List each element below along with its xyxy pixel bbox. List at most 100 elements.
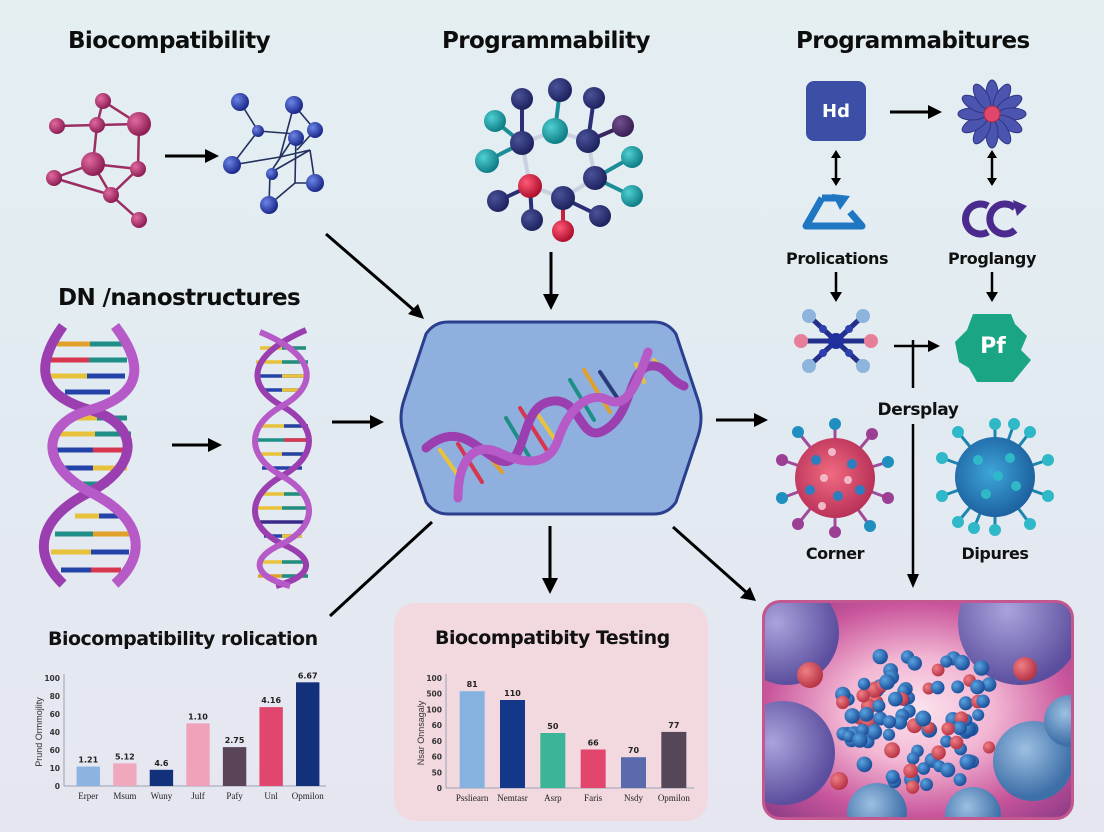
x-tick-label: Nemtasr xyxy=(497,793,528,803)
blue-nanoparticle xyxy=(972,709,985,721)
blue-nanoparticle xyxy=(958,696,973,711)
bar-data-label: 70 xyxy=(628,746,640,755)
blue-nanoparticle xyxy=(951,680,965,694)
bar xyxy=(620,757,647,788)
y-tick-label: 60 xyxy=(432,753,442,762)
blue-nanoparticle xyxy=(872,699,886,713)
x-tick-label: Faris xyxy=(584,793,602,803)
blue-nanoparticle xyxy=(885,769,900,784)
blue-nanoparticle xyxy=(953,773,967,787)
y-tick-label: 80 xyxy=(50,692,60,701)
bar xyxy=(459,691,485,788)
label-prolications: Prolications xyxy=(786,249,889,268)
bar xyxy=(580,749,606,788)
blue-nanoparticle xyxy=(930,680,945,695)
heading-programmabitures: Programmabitures xyxy=(796,28,1030,54)
cross-linker-molecule-icon xyxy=(794,309,878,373)
y-axis-label: Nsar Onnsagaly xyxy=(416,700,426,765)
bar xyxy=(540,733,566,788)
red-nanoparticle xyxy=(982,741,996,754)
blue-nanoparticle xyxy=(981,677,997,692)
bar-data-label: 5.12 xyxy=(115,752,135,761)
y-tick-label: 500 xyxy=(426,690,442,699)
bar xyxy=(186,723,210,786)
blue-nanoparticle xyxy=(893,715,908,730)
blue-nanoparticle xyxy=(907,656,922,671)
blue-nanoparticle xyxy=(857,677,871,691)
red-nanoparticle xyxy=(931,663,945,677)
blue-nanoparticle xyxy=(959,754,976,770)
bar xyxy=(661,731,687,788)
bar-data-label: 4.16 xyxy=(261,696,281,705)
y-tick-label: 60 xyxy=(432,721,442,730)
bar-data-label: 6.67 xyxy=(298,671,318,680)
x-tick-label: Wuny xyxy=(151,791,173,801)
bar-data-label: 1.21 xyxy=(78,756,98,765)
x-tick-label: Julf xyxy=(191,791,205,801)
label-dipures: Dipures xyxy=(961,544,1029,563)
pf-label: Pf xyxy=(980,333,1006,359)
bar-data-label: 66 xyxy=(588,739,600,748)
arrow-down-icon xyxy=(830,272,842,302)
blue-nanoparticle xyxy=(940,655,953,668)
blue-nanoparticle xyxy=(976,694,990,708)
central-dna-hub[interactable] xyxy=(398,320,704,516)
blue-nanoparticle xyxy=(856,756,873,773)
bar-data-label: 1.10 xyxy=(188,712,208,721)
blue-nanoparticle xyxy=(872,648,888,665)
dna-helix-large-icon xyxy=(38,322,141,588)
x-tick-label: Erper xyxy=(78,791,98,801)
blue-nanoparticle xyxy=(882,728,896,741)
blue-nanoparticle xyxy=(906,752,920,765)
bar-data-label: 4.6 xyxy=(154,759,169,768)
flower-nanoparticle-icon xyxy=(957,79,1027,149)
label-dersplay: Dersplay xyxy=(877,400,959,420)
double-arrow-vertical-icon xyxy=(987,150,997,186)
pink-molecule-icon xyxy=(46,93,151,228)
arrow-right-icon xyxy=(890,105,942,119)
nanoparticle-cluster-icon xyxy=(765,603,1071,817)
blue-nanoparticle xyxy=(915,710,932,727)
y-tick-label: 60 xyxy=(50,746,60,755)
blue-nanoparticle xyxy=(973,660,990,676)
bar-data-label: 77 xyxy=(668,721,679,730)
recycle-icon xyxy=(802,194,866,230)
blue-nanoparticle xyxy=(882,715,897,729)
blue-molecule-icon xyxy=(223,93,324,214)
heading-dna-nanostructures: DN /nanostructures xyxy=(58,285,301,311)
bar xyxy=(76,766,100,786)
blue-nanoparticle xyxy=(842,730,855,743)
bar xyxy=(222,747,247,786)
bar xyxy=(113,763,137,786)
blue-nanoparticle xyxy=(852,732,868,748)
red-nanoparticle xyxy=(884,742,900,759)
blue-nanoparticle xyxy=(954,654,970,671)
bar-data-label: 2.75 xyxy=(225,736,245,745)
y-axis-label: Prund Ormmojlity xyxy=(34,697,44,767)
y-tick-label: 100 xyxy=(426,674,442,683)
red-nanoparticle xyxy=(836,695,850,710)
red-nanoparticle xyxy=(903,763,919,779)
y-tick-label: 40 xyxy=(50,728,60,737)
blue-nanoparticle xyxy=(888,691,903,707)
blue-nanoparticle xyxy=(940,735,953,748)
corner-nanoparticle-icon xyxy=(776,418,894,538)
loop-arrows-icon xyxy=(962,200,1027,238)
label-corner: Corner xyxy=(805,544,865,563)
y-tick-label: 60 xyxy=(50,710,60,719)
blue-nanoparticle xyxy=(952,721,967,736)
x-tick-label: Msum xyxy=(113,791,136,801)
heading-biocompatibility: Biocompatibility xyxy=(68,28,271,54)
red-nanoparticle xyxy=(856,688,870,703)
blue-nanoparticle xyxy=(917,762,931,775)
red-nanoparticle xyxy=(949,735,964,750)
chart2-title: Biocompatibity Testing xyxy=(435,627,670,649)
dna-helix-small-icon xyxy=(252,327,312,589)
blue-nanoparticle xyxy=(940,762,956,778)
bar xyxy=(259,707,283,786)
x-tick-label: Nsdy xyxy=(624,793,644,803)
blue-nanoparticle xyxy=(920,778,933,791)
bar xyxy=(149,769,174,786)
